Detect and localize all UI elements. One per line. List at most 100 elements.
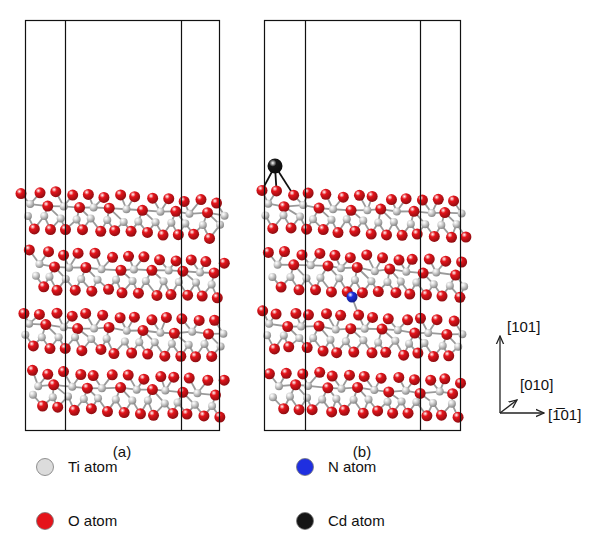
atom-sphere — [398, 397, 406, 405]
atom-sphere — [29, 223, 40, 234]
atom-sphere — [409, 328, 420, 339]
atom-sphere — [391, 337, 399, 345]
atom-sphere — [146, 314, 157, 325]
atom-sphere — [431, 314, 442, 325]
atom-sphere — [217, 342, 225, 350]
atom-sphere — [332, 326, 340, 334]
atom-sphere — [55, 333, 63, 341]
atom-sphere — [302, 274, 310, 282]
atom-sphere — [104, 322, 115, 333]
atom-sphere — [303, 394, 311, 402]
atom-sphere — [327, 371, 338, 382]
atom-sphere — [27, 365, 38, 376]
atom-sphere — [158, 230, 169, 241]
atom-sphere — [265, 320, 273, 328]
atom-sphere — [456, 257, 467, 268]
atom-sphere — [428, 351, 439, 362]
atom-sphere — [209, 267, 220, 278]
atom-sphere — [428, 209, 436, 217]
atom-sphere — [67, 190, 78, 201]
atom-sphere — [40, 212, 48, 220]
atom-sphere — [409, 374, 420, 385]
atom-sphere — [104, 203, 115, 214]
atom-layer — [256, 159, 471, 423]
atom-sphere — [137, 205, 148, 216]
atom-sphere — [86, 286, 97, 297]
legend-swatch-frame — [34, 456, 58, 480]
atom-sphere — [138, 374, 149, 385]
atom-sphere — [269, 343, 280, 354]
atom-sphere — [370, 386, 378, 394]
legend-swatch-frame — [294, 456, 318, 480]
atom-sphere — [303, 309, 314, 320]
atom-sphere — [320, 189, 331, 200]
atom-sphere — [302, 342, 313, 353]
atom-sphere — [335, 310, 346, 321]
atom-sphere — [288, 259, 299, 270]
atom-sphere — [161, 399, 169, 407]
atom-sphere — [316, 274, 324, 282]
atom-sphere — [393, 207, 401, 215]
atom-sphere — [165, 289, 176, 300]
atom-sphere — [439, 342, 447, 350]
atom-sphere — [397, 278, 405, 286]
atom-sphere — [405, 340, 413, 348]
atom-sphere — [440, 256, 451, 267]
atom-sphere — [383, 386, 394, 397]
atom-sphere — [404, 289, 415, 300]
atom-sphere — [142, 349, 153, 360]
atom-sphere — [433, 194, 444, 205]
atom-sphere — [69, 405, 80, 416]
atom-sphere — [192, 278, 200, 286]
atom-sphere — [167, 408, 178, 419]
atom-sphere — [349, 226, 360, 237]
atom-sphere — [95, 344, 106, 355]
atom-sphere — [446, 282, 454, 290]
atom-sphere — [387, 408, 398, 419]
atom-sphere — [377, 324, 388, 335]
atom-sphere — [386, 194, 397, 205]
atom-sphere — [86, 403, 97, 414]
atom-sphere — [102, 406, 113, 417]
atom-sphere — [346, 205, 357, 216]
atom-sphere — [82, 383, 93, 394]
atom-sphere — [393, 372, 404, 383]
atom-sphere — [453, 220, 461, 228]
atom-sphere — [154, 254, 165, 265]
atom-sphere — [219, 258, 230, 269]
atom-sphere — [338, 192, 349, 203]
atom-sphere — [267, 223, 278, 234]
atom-sphere — [188, 328, 196, 336]
atom-sphere — [126, 226, 137, 237]
atom-sphere — [94, 276, 102, 284]
atom-sphere — [276, 282, 287, 293]
atom-sphere — [115, 382, 126, 393]
atom-sphere — [418, 268, 429, 279]
atom-sphere — [337, 264, 345, 272]
atom-sphere — [35, 260, 43, 268]
atom-sphere — [329, 205, 337, 213]
atom-sphere — [87, 214, 95, 222]
atom-sphere — [94, 394, 102, 402]
atom-sphere — [159, 351, 170, 362]
atom-sphere — [119, 407, 130, 418]
atom-sphere — [169, 328, 180, 339]
atom-sphere — [156, 208, 164, 216]
atom-sphere — [77, 275, 85, 283]
atom-sphere — [288, 190, 299, 201]
atom-sphere — [412, 279, 420, 287]
atom-sphere — [449, 316, 460, 327]
atom-sphere — [97, 265, 105, 273]
atom-sphere — [436, 388, 444, 396]
atom-sphere — [361, 325, 369, 333]
atom-sphere — [26, 200, 34, 208]
atom-sphere — [38, 281, 49, 292]
atom-sphere — [65, 264, 73, 272]
atom-sphere — [206, 351, 217, 362]
atom-sphere — [402, 268, 410, 276]
atom-sphere — [313, 321, 324, 332]
atom-sphere — [71, 333, 79, 341]
atom-sphere — [332, 227, 343, 238]
atom-sphere — [321, 308, 332, 319]
atom-sphere — [264, 200, 272, 208]
